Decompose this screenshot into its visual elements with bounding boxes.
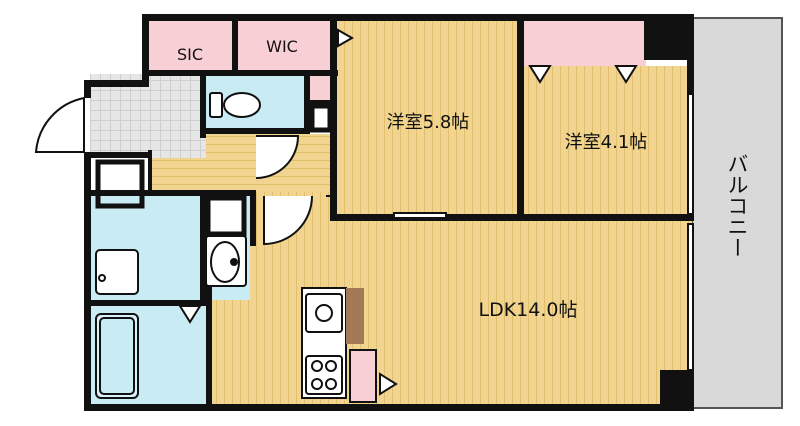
kitchen-counter [301,287,377,403]
bedroom-small-label: 洋室4.1帖 [565,132,648,153]
entrance-floor [90,74,206,158]
wic-label: WIC [266,37,298,56]
stove-icon [305,355,343,395]
closet-pink-top [520,18,646,66]
sink-icon [305,293,343,333]
storage-boxes [95,103,333,237]
washer-pan-icon [95,249,139,295]
bathtub-icon [95,313,139,399]
balcony-sash [393,93,694,371]
wic-floor-lower [306,74,334,102]
balcony-area [691,17,783,409]
balcony-label: バルコニー [725,153,749,258]
toilet-fixture [209,92,261,118]
ldk-label: LDK14.0帖 [479,299,578,321]
sic-floor [148,18,236,74]
walls [84,14,694,411]
wic-floor [236,18,334,74]
bedroom-small-floor [520,66,692,218]
bedroom-large-floor [334,18,520,218]
door-indicators [178,28,638,396]
ldk-floor [206,218,692,406]
door-swings [34,96,334,246]
bedroom-large-label: 洋室5.8帖 [387,112,470,133]
sic-label: SIC [177,45,203,64]
washbasin-icon [205,235,247,287]
